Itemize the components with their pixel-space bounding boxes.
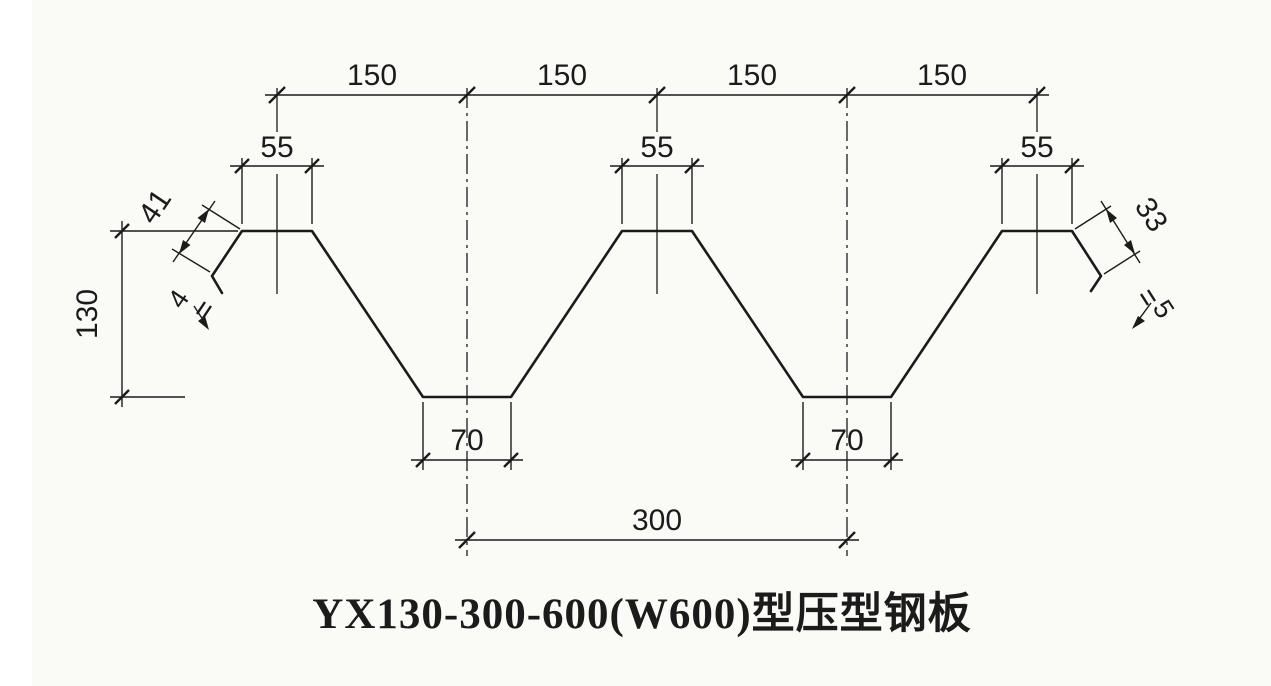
dimension-arrow — [179, 240, 191, 254]
gauge-parallel-mark — [202, 305, 212, 319]
leader-arrow — [198, 316, 209, 330]
dim-label-70-1: 70 — [450, 424, 483, 457]
dim-valley-width-1: 70 — [411, 402, 523, 470]
dimension-tick — [684, 158, 700, 174]
dimension-tick — [883, 452, 899, 468]
dim-label-150-2: 150 — [537, 59, 587, 92]
dimension-tick — [838, 86, 856, 104]
extension-line — [1074, 205, 1112, 230]
leader-arrow — [1132, 316, 1145, 329]
dim-label-55-2: 55 — [640, 131, 673, 164]
dim-label-33: 33 — [1128, 192, 1174, 238]
dim-rib-width-3: 55 — [990, 131, 1084, 224]
dimension-tick — [234, 158, 250, 174]
dim-rib-width-2: 55 — [610, 131, 704, 224]
dim-label-55-3: 55 — [1020, 131, 1053, 164]
dim-height: 130 — [71, 221, 238, 407]
extension-line — [171, 248, 211, 273]
dimension-tick — [268, 86, 286, 104]
dimension-tick — [503, 452, 519, 468]
dim-label-150-3: 150 — [727, 59, 777, 92]
drawing-title: YX130-300-600(W600)型压型钢板 — [312, 590, 971, 638]
dimension-tick — [458, 86, 476, 104]
rib-centerlines — [276, 88, 1038, 294]
dim-label-130: 130 — [71, 289, 104, 339]
dimension-tick — [648, 86, 666, 104]
dimension-tick — [795, 452, 811, 468]
dimension-tick — [458, 531, 476, 549]
valley-centerlines — [466, 88, 848, 556]
dim-right-edge: 33 — [1074, 192, 1174, 275]
dimension-tick — [994, 158, 1010, 174]
dimension-tick — [614, 158, 630, 174]
dim-label-150-4: 150 — [917, 59, 967, 92]
dimension-arrow — [1124, 240, 1135, 254]
dim-label-4: 4 — [162, 284, 195, 313]
dimension-tick — [304, 158, 320, 174]
gauge-parallel-mark — [1146, 289, 1157, 302]
right-gauge-annotation: 5 — [1132, 289, 1180, 329]
scan-margin — [0, 0, 32, 686]
dim-top-spacings: 150 150 150 150 — [265, 59, 1049, 104]
dim-label-70-2: 70 — [830, 424, 863, 457]
dimension-tick — [114, 389, 130, 405]
left-gauge-annotation: 4 — [162, 284, 212, 330]
extension-line — [201, 204, 241, 230]
gauge-parallel-mark — [1139, 293, 1150, 306]
dimension-arrow — [197, 209, 209, 223]
dimension-tick — [838, 531, 856, 549]
dim-label-55-1: 55 — [260, 131, 293, 164]
dim-rib-pitch: 300 — [455, 504, 859, 549]
dim-label-300: 300 — [632, 504, 682, 537]
dim-valley-width-2: 70 — [791, 402, 903, 470]
dim-label-5: 5 — [1147, 295, 1180, 324]
dim-label-41: 41 — [132, 184, 178, 230]
dim-label-150-1: 150 — [347, 59, 397, 92]
dimension-tick — [114, 223, 130, 239]
dim-rib-width-1: 55 — [230, 131, 324, 224]
dimension-tick — [1064, 158, 1080, 174]
extension-line — [1103, 250, 1141, 275]
dimension-tick — [415, 452, 431, 468]
dimension-arrow — [1106, 209, 1117, 223]
dimension-tick — [1028, 86, 1046, 104]
